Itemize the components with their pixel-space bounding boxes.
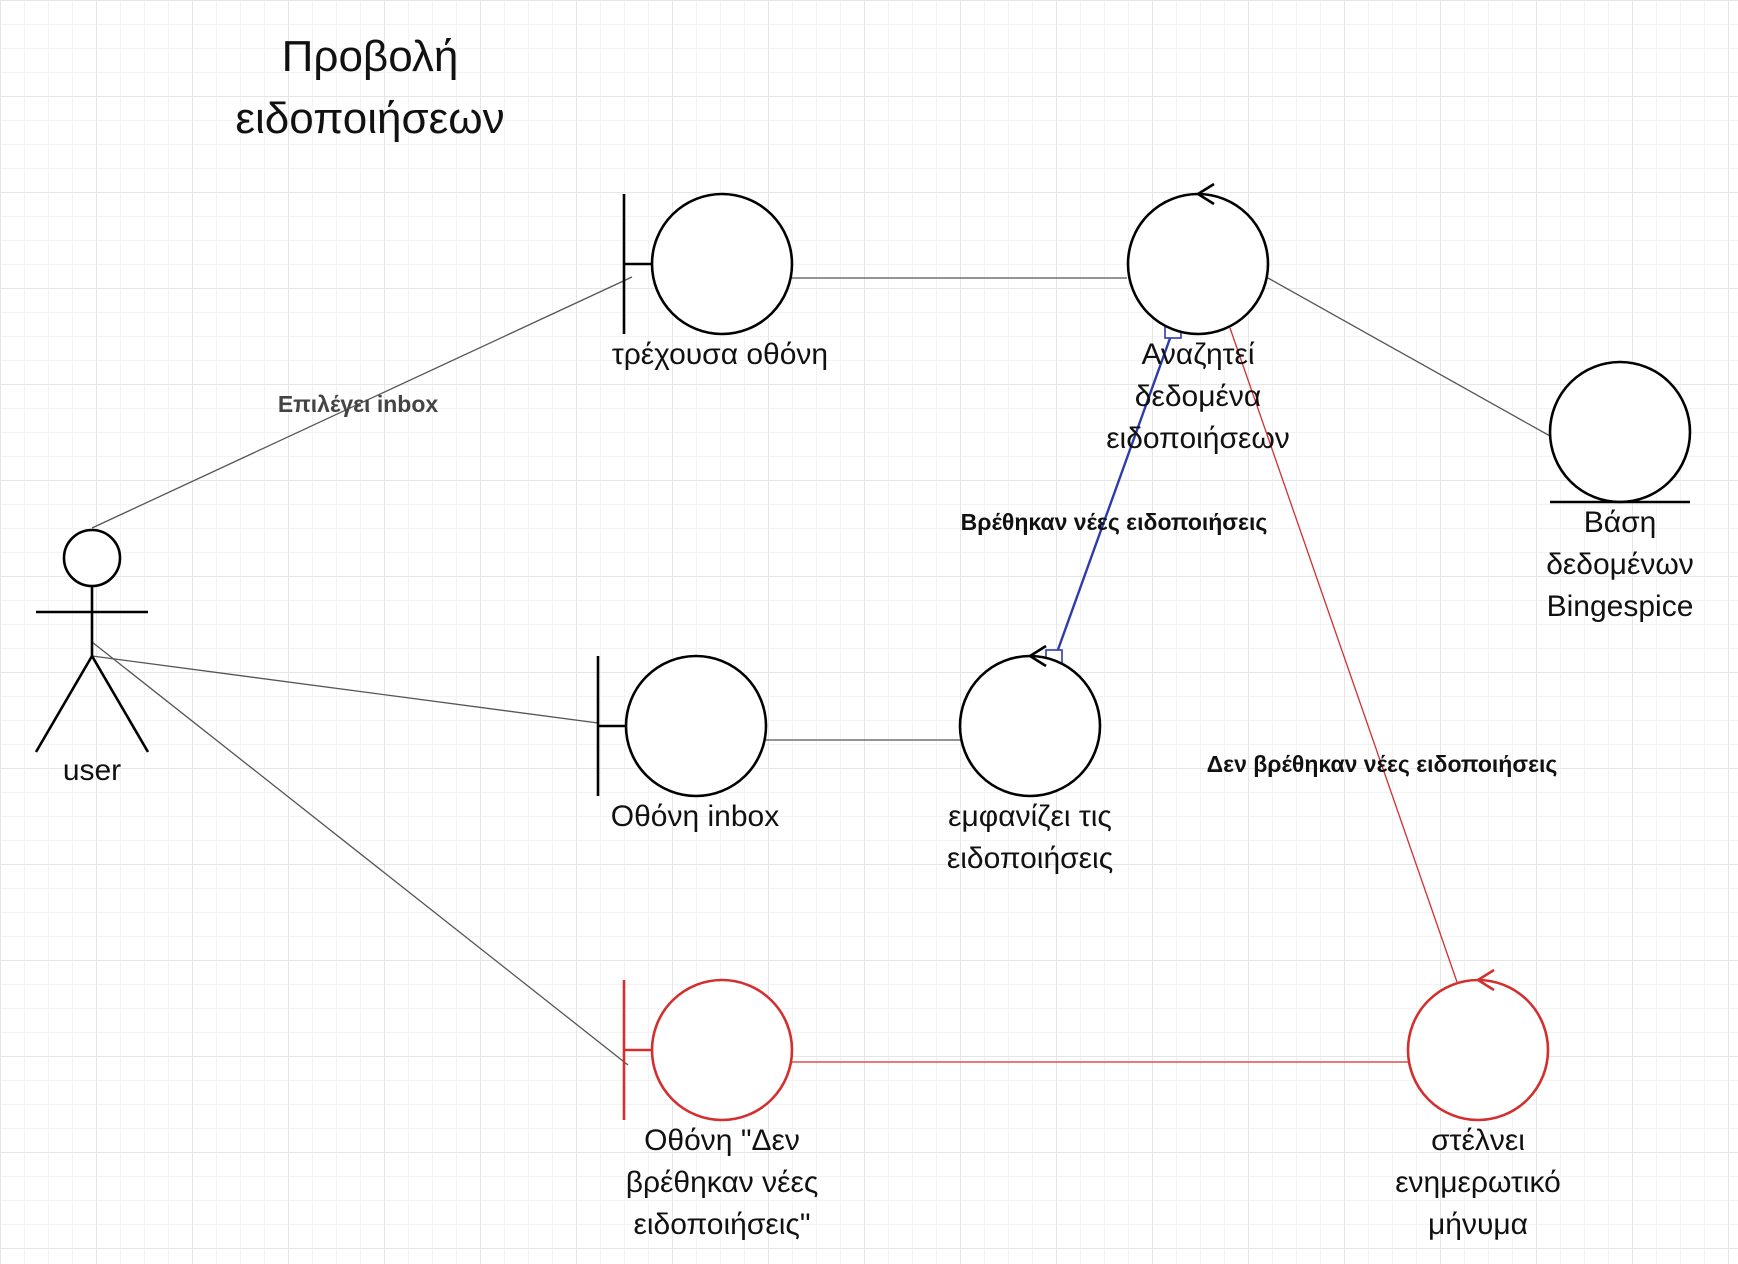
edge-search-send-message[interactable] [1229,327,1458,983]
send-message-label: στέλνει ενημερωτικό μήνυμα [1395,1124,1561,1241]
show-notifications-label: εμφανίζει τις ειδοποιήσεις [946,800,1114,875]
boundary-no-new-screen-shape[interactable] [622,978,794,1122]
edge-user-current-screen[interactable] [91,276,633,529]
diagram-title: Προβολή ειδοποιήσεων [235,32,505,143]
connectors [91,276,1551,1066]
current-screen-label: τρέχουσα οθόνη [611,338,829,371]
boundary-inbox-screen-shape[interactable] [596,654,768,798]
search-notifications-label: Αναζητεί δεδομένα ειδοποιήσεων [1106,338,1290,455]
edge-label-found-new[interactable]: Βρέθηκαν νέες ειδοποιήσεις [960,509,1268,535]
edge-user-no-new-screen[interactable] [91,641,629,1066]
edge-search-database[interactable] [1267,277,1551,437]
control-show-notifications-shape[interactable] [958,644,1102,798]
control-search-notifications-shape[interactable] [1126,182,1270,336]
boundary-current-screen-shape[interactable] [622,192,794,336]
edge-label-selects-inbox[interactable]: Επιλέγει inbox [277,391,439,417]
no-new-screen-label: Οθόνη "Δεν βρέθηκαν νέες ειδοποιήσεις" [625,1124,819,1241]
alternate-connectors [792,327,1458,1063]
edge-search-show-selected[interactable] [1053,329,1175,659]
actor-user-figure[interactable] [34,528,150,753]
edge-label-not-found-new[interactable]: Δεν βρέθηκαν νέες ειδοποιήσεις [1206,751,1558,777]
edge-user-inbox-screen[interactable] [91,655,599,724]
database-label: Βάση δεδομένων Bingespice [1546,506,1694,623]
entity-database-shape[interactable] [1548,360,1692,504]
control-send-message-shape[interactable] [1406,968,1550,1122]
actor-user-label: user [62,754,122,787]
inbox-screen-label: Οθόνη inbox [610,800,780,833]
